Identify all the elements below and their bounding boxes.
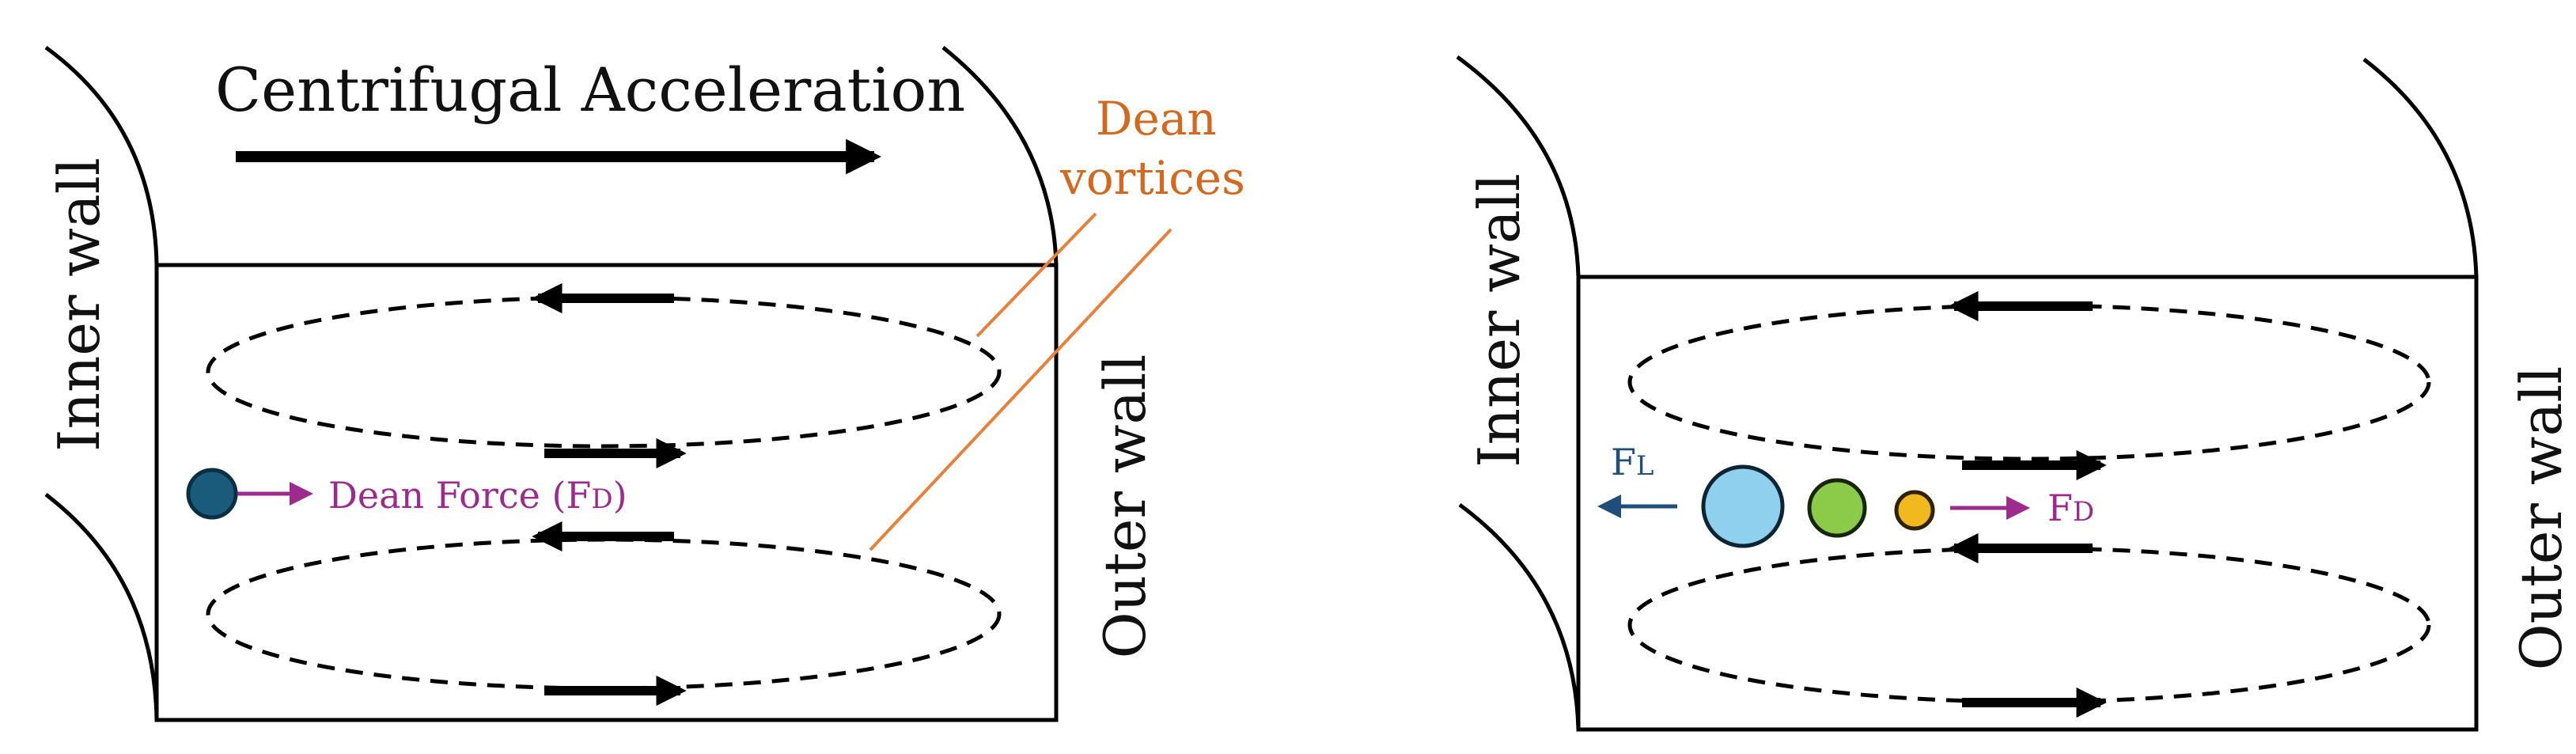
left-inner-wall-label: Inner wall <box>46 157 112 452</box>
right-channel-cross-section <box>1576 275 2479 732</box>
dean-force-right-text: F <box>2048 487 2073 529</box>
dean-force-label-left: Dean Force (FD) <box>328 474 627 517</box>
right-lower-dean-vortex <box>1627 546 2431 704</box>
lift-force-label: FL <box>1611 441 1654 483</box>
right-inner-wall-upper-curve <box>1456 55 1581 278</box>
right-panel: Inner wall Outer wall FL FD <box>1456 55 2574 732</box>
upper-dean-vortex <box>206 295 1002 449</box>
small-yellow-particle <box>1894 490 1935 531</box>
right-inner-wall-lower-curve <box>1458 502 1581 730</box>
right-outer-wall-label: Outer wall <box>2508 366 2574 671</box>
right-outer-wall-upper-curve <box>2362 58 2479 278</box>
right-upper-dean-vortex <box>1627 303 2431 461</box>
lift-force-text: F <box>1611 441 1636 483</box>
dean-force-label-right: FD <box>2048 487 2094 529</box>
large-light-blue-particle <box>1701 464 1785 548</box>
dean-vortices-leader-upper <box>975 212 1097 338</box>
left-inner-wall-lower-curve <box>44 493 159 721</box>
left-outer-wall-upper-curve <box>941 46 1059 266</box>
dean-force-close: ) <box>613 474 627 517</box>
dean-force-subscript: D <box>591 483 612 515</box>
lift-force-subscript: L <box>1636 450 1654 482</box>
lower-dean-vortex <box>206 537 1002 691</box>
centrifugal-acceleration-title: Centrifugal Acceleration <box>215 55 965 125</box>
medium-green-particle <box>1807 478 1867 538</box>
dean-vortices-label-line2: vortices <box>1059 151 1245 205</box>
right-inner-wall-label: Inner wall <box>1466 173 1532 468</box>
left-channel-cross-section <box>154 263 1059 722</box>
dean-force-right-subscript: D <box>2073 496 2094 528</box>
left-outer-wall-label: Outer wall <box>1092 354 1158 659</box>
dark-blue-particle <box>186 468 238 520</box>
left-inner-wall-upper-curve <box>44 45 159 266</box>
dean-vortices-leader-lower <box>869 228 1172 551</box>
dean-vortices-label-line1: Dean <box>1096 92 1217 146</box>
left-panel: Centrifugal Acceleration Inner wall Oute… <box>44 45 1245 722</box>
dean-force-text: Dean Force (F <box>328 474 591 517</box>
